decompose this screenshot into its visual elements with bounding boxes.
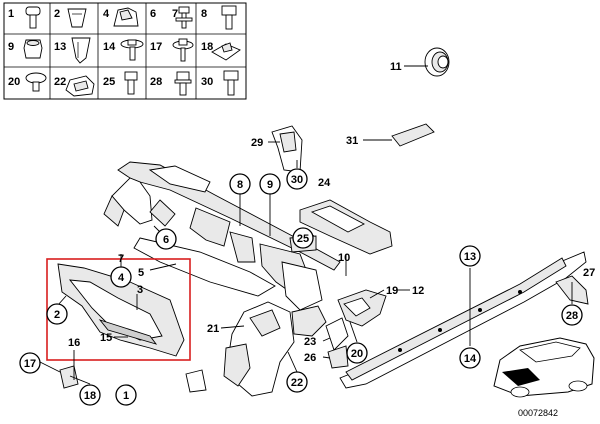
clip-nut-icon-18 <box>211 42 241 61</box>
grid-label-30: 30 <box>201 76 213 88</box>
callout-12-label: 12 <box>412 285 424 297</box>
callout-15-label: 15 <box>100 332 112 344</box>
callout-3-label: 3 <box>137 284 143 296</box>
callout-26-label: 26 <box>304 352 316 364</box>
vehicle-locator-icon <box>493 337 595 398</box>
grid-label-14: 14 <box>103 41 116 53</box>
lower-bracket-drawing <box>223 301 349 397</box>
callout-16-label: 16 <box>68 337 80 349</box>
reference-number: 00072842 <box>518 408 558 418</box>
grid-label-8: 8 <box>201 8 207 20</box>
screw-icon-17 <box>172 38 194 62</box>
rivet-icon-20 <box>25 72 47 92</box>
callout-20: 20 <box>346 342 368 364</box>
grid-label-1: 1 <box>8 8 14 20</box>
callout-22-label: 22 <box>291 377 303 389</box>
clamp-icon-22 <box>65 75 95 97</box>
callout-18-label: 18 <box>84 390 96 402</box>
callout-9: 9 <box>259 173 281 195</box>
callout-2: 2 <box>46 303 68 325</box>
callout-8-label: 8 <box>237 179 243 191</box>
callout-13-label: 13 <box>464 251 476 263</box>
expansion-nut-icon-13 <box>71 37 91 64</box>
callout-4: 4 <box>110 266 132 288</box>
grid-label-9: 9 <box>8 41 14 53</box>
grid-label-18: 18 <box>201 41 213 53</box>
bolt-icon-30 <box>223 70 239 96</box>
callout-30-label: 30 <box>291 174 303 186</box>
bracket-icon-4 <box>113 7 139 27</box>
nut-icon-9 <box>23 39 43 59</box>
callout-6: 6 <box>155 228 177 250</box>
grid-label-13: 13 <box>54 41 66 53</box>
callout-10-label: 10 <box>338 252 350 264</box>
cross-member-assembly <box>103 161 341 311</box>
callout-23-label: 23 <box>304 336 316 348</box>
callout-1-label: 1 <box>123 390 129 402</box>
side-sill-drawing <box>339 251 587 389</box>
callout-19-label: 19 <box>386 285 398 297</box>
callout-14: 14 <box>459 347 481 369</box>
callout-25-label: 25 <box>297 233 309 245</box>
callout-1: 1 <box>115 384 137 406</box>
highlight-box <box>46 258 191 361</box>
grid-label-17: 17 <box>150 41 162 53</box>
bolt-icon-8 <box>221 5 237 30</box>
callout-5-label: 5 <box>138 267 144 279</box>
fastener-grid: 1 2 4 6 7 8 9 13 14 17 18 20 22 25 28 30 <box>3 2 247 100</box>
leader-lines <box>39 65 573 385</box>
grid-label-2: 2 <box>54 8 60 20</box>
cap-11-drawing <box>424 47 450 77</box>
callout-9-label: 9 <box>267 179 273 191</box>
callout-21-label: 21 <box>207 323 219 335</box>
callout-17-label: 17 <box>24 358 36 370</box>
callout-22: 22 <box>286 371 308 393</box>
screw-icon-6 <box>175 6 193 29</box>
callout-27-label: 27 <box>583 267 595 279</box>
callout-28: 28 <box>561 304 583 326</box>
bolt-icon-25 <box>124 71 138 95</box>
grid-label-28: 28 <box>150 76 162 88</box>
bolt-icon-1 <box>25 6 41 29</box>
callout-25: 25 <box>292 227 314 249</box>
callout-31-label: 31 <box>346 135 358 147</box>
grid-label-6: 6 <box>150 8 156 20</box>
bottom-left-clip-drawing <box>59 365 207 393</box>
seal-strip-31 <box>391 123 435 147</box>
callout-14-label: 14 <box>464 353 477 365</box>
callout-20-label: 20 <box>351 348 363 360</box>
support-plate-drawing <box>299 199 393 255</box>
clip-icon-2 <box>67 8 87 28</box>
bolt-icon-28 <box>174 71 192 96</box>
grid-label-7: 7 <box>172 8 178 20</box>
flange-bolt-icon-14 <box>120 39 144 61</box>
bracket-19-drawing <box>337 289 387 327</box>
callout-29-label: 29 <box>251 137 263 149</box>
highlight-box-group <box>46 258 191 361</box>
callout-17: 17 <box>19 352 41 374</box>
callout-18: 18 <box>79 384 101 406</box>
callout-13: 13 <box>459 245 481 267</box>
callout-7-label: 7 <box>118 253 124 265</box>
callout-24-label: 24 <box>318 177 331 189</box>
callout-4-label: 4 <box>118 272 125 284</box>
callout-8: 8 <box>229 173 251 195</box>
callout-6-label: 6 <box>163 234 169 246</box>
bracket-29-drawing <box>271 125 303 173</box>
grid-label-22: 22 <box>54 76 66 88</box>
callout-30: 30 <box>286 168 308 190</box>
callout-28-label: 28 <box>566 310 578 322</box>
grid-label-25: 25 <box>103 76 115 88</box>
grid-label-4: 4 <box>103 8 110 20</box>
callout-11-label: 11 <box>390 61 402 73</box>
grid-label-20: 20 <box>8 76 20 88</box>
callout-2-label: 2 <box>54 309 60 321</box>
